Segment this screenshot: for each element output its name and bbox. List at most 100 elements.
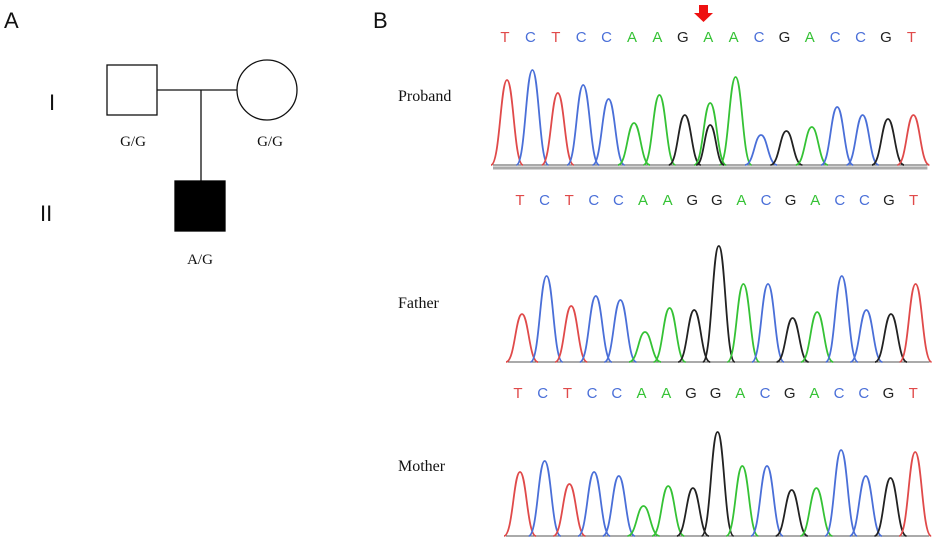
trace-peak [700, 431, 735, 537]
trace-peak [770, 130, 803, 166]
base-call: C [855, 29, 866, 46]
base-call: C [834, 192, 845, 209]
base-call: T [551, 29, 560, 46]
trace-peak [668, 114, 702, 166]
panel-label-b: B [373, 8, 388, 33]
trace-peak [653, 307, 687, 363]
base-call: C [539, 192, 550, 209]
trace-peak [603, 299, 638, 363]
trace-peak [726, 283, 761, 363]
trace-peak [874, 313, 908, 363]
trace-peak [824, 275, 859, 363]
base-call: G [677, 29, 689, 46]
trace-peak [577, 471, 611, 537]
pedigree-chart: G/G G/G A/G [106, 59, 298, 268]
base-call: A [729, 29, 739, 46]
trace-peak [775, 489, 809, 537]
generation-label-1: I [49, 90, 55, 115]
base-call: C [760, 385, 771, 402]
base-call: A [736, 192, 746, 209]
trace-peak [578, 295, 613, 363]
base-call: A [652, 29, 662, 46]
trace-peak [591, 98, 626, 166]
trace-peak [751, 283, 785, 363]
trace-peak [676, 487, 710, 537]
base-call: G [785, 192, 797, 209]
trace-peak [693, 102, 728, 166]
trace-peak [744, 134, 778, 166]
base-call: G [880, 29, 892, 46]
trace-peak [725, 465, 760, 537]
trace-peak [515, 69, 550, 166]
trace-peak [554, 305, 588, 363]
base-call: G [710, 385, 722, 402]
trace-peak [601, 475, 636, 537]
base-call: A [663, 192, 673, 209]
base-call: G [784, 385, 796, 402]
trace-secondary-peak [695, 124, 725, 166]
trace-peak [490, 79, 524, 166]
trace-peak [799, 487, 833, 537]
trace-peak [529, 275, 564, 363]
base-call: C [588, 192, 599, 209]
trace-peak [898, 283, 933, 363]
base-call: T [513, 385, 522, 402]
base-call: C [587, 385, 598, 402]
trace-peak [795, 126, 829, 166]
trace-peak [651, 485, 685, 537]
base-call: T [500, 29, 509, 46]
proband-symbol [174, 180, 226, 232]
base-call: A [810, 192, 820, 209]
trace-peak [505, 313, 539, 363]
trace-peak [750, 465, 784, 537]
track-label-proband: Proband [398, 88, 451, 105]
trace-peak [642, 94, 677, 166]
trace-peak [701, 245, 736, 363]
generation-label-2: II [40, 201, 52, 226]
trace-peak [617, 122, 651, 166]
trace-peak [871, 118, 905, 166]
base-call: G [779, 29, 791, 46]
base-call: G [883, 192, 895, 209]
base-call: C [611, 385, 622, 402]
base-call: A [638, 192, 648, 209]
base-call: T [909, 192, 918, 209]
mother-genotype: G/G [257, 134, 283, 150]
trace-peak [896, 114, 930, 166]
base-call: G [685, 385, 697, 402]
trace-peak [718, 76, 753, 166]
base-call: T [909, 385, 918, 402]
base-call: C [858, 385, 869, 402]
base-call: A [661, 385, 671, 402]
base-call: A [703, 29, 713, 46]
base-call: A [636, 385, 646, 402]
trace-peak [628, 331, 662, 363]
base-call: C [537, 385, 548, 402]
base-call: T [907, 29, 916, 46]
trace-peak [849, 309, 883, 363]
trace-peak [873, 477, 908, 537]
trace-peak [627, 505, 660, 537]
base-call: C [761, 192, 772, 209]
trace-peak [824, 449, 858, 537]
father-genotype: G/G [120, 134, 146, 150]
trace-peak [776, 317, 810, 363]
base-call: C [601, 29, 612, 46]
base-call: G [686, 192, 698, 209]
trace-peak [898, 451, 933, 537]
track-label-father: Father [398, 295, 440, 312]
trace-peak [800, 311, 834, 363]
base-call: A [627, 29, 637, 46]
trace-peak [820, 106, 854, 166]
base-call: C [859, 192, 870, 209]
trace-peak [566, 84, 601, 166]
trace-peak [677, 309, 711, 363]
base-call: G [883, 385, 895, 402]
trace-peak [540, 92, 575, 166]
base-call: A [809, 385, 819, 402]
mother-symbol [236, 59, 298, 121]
base-call: T [563, 385, 572, 402]
